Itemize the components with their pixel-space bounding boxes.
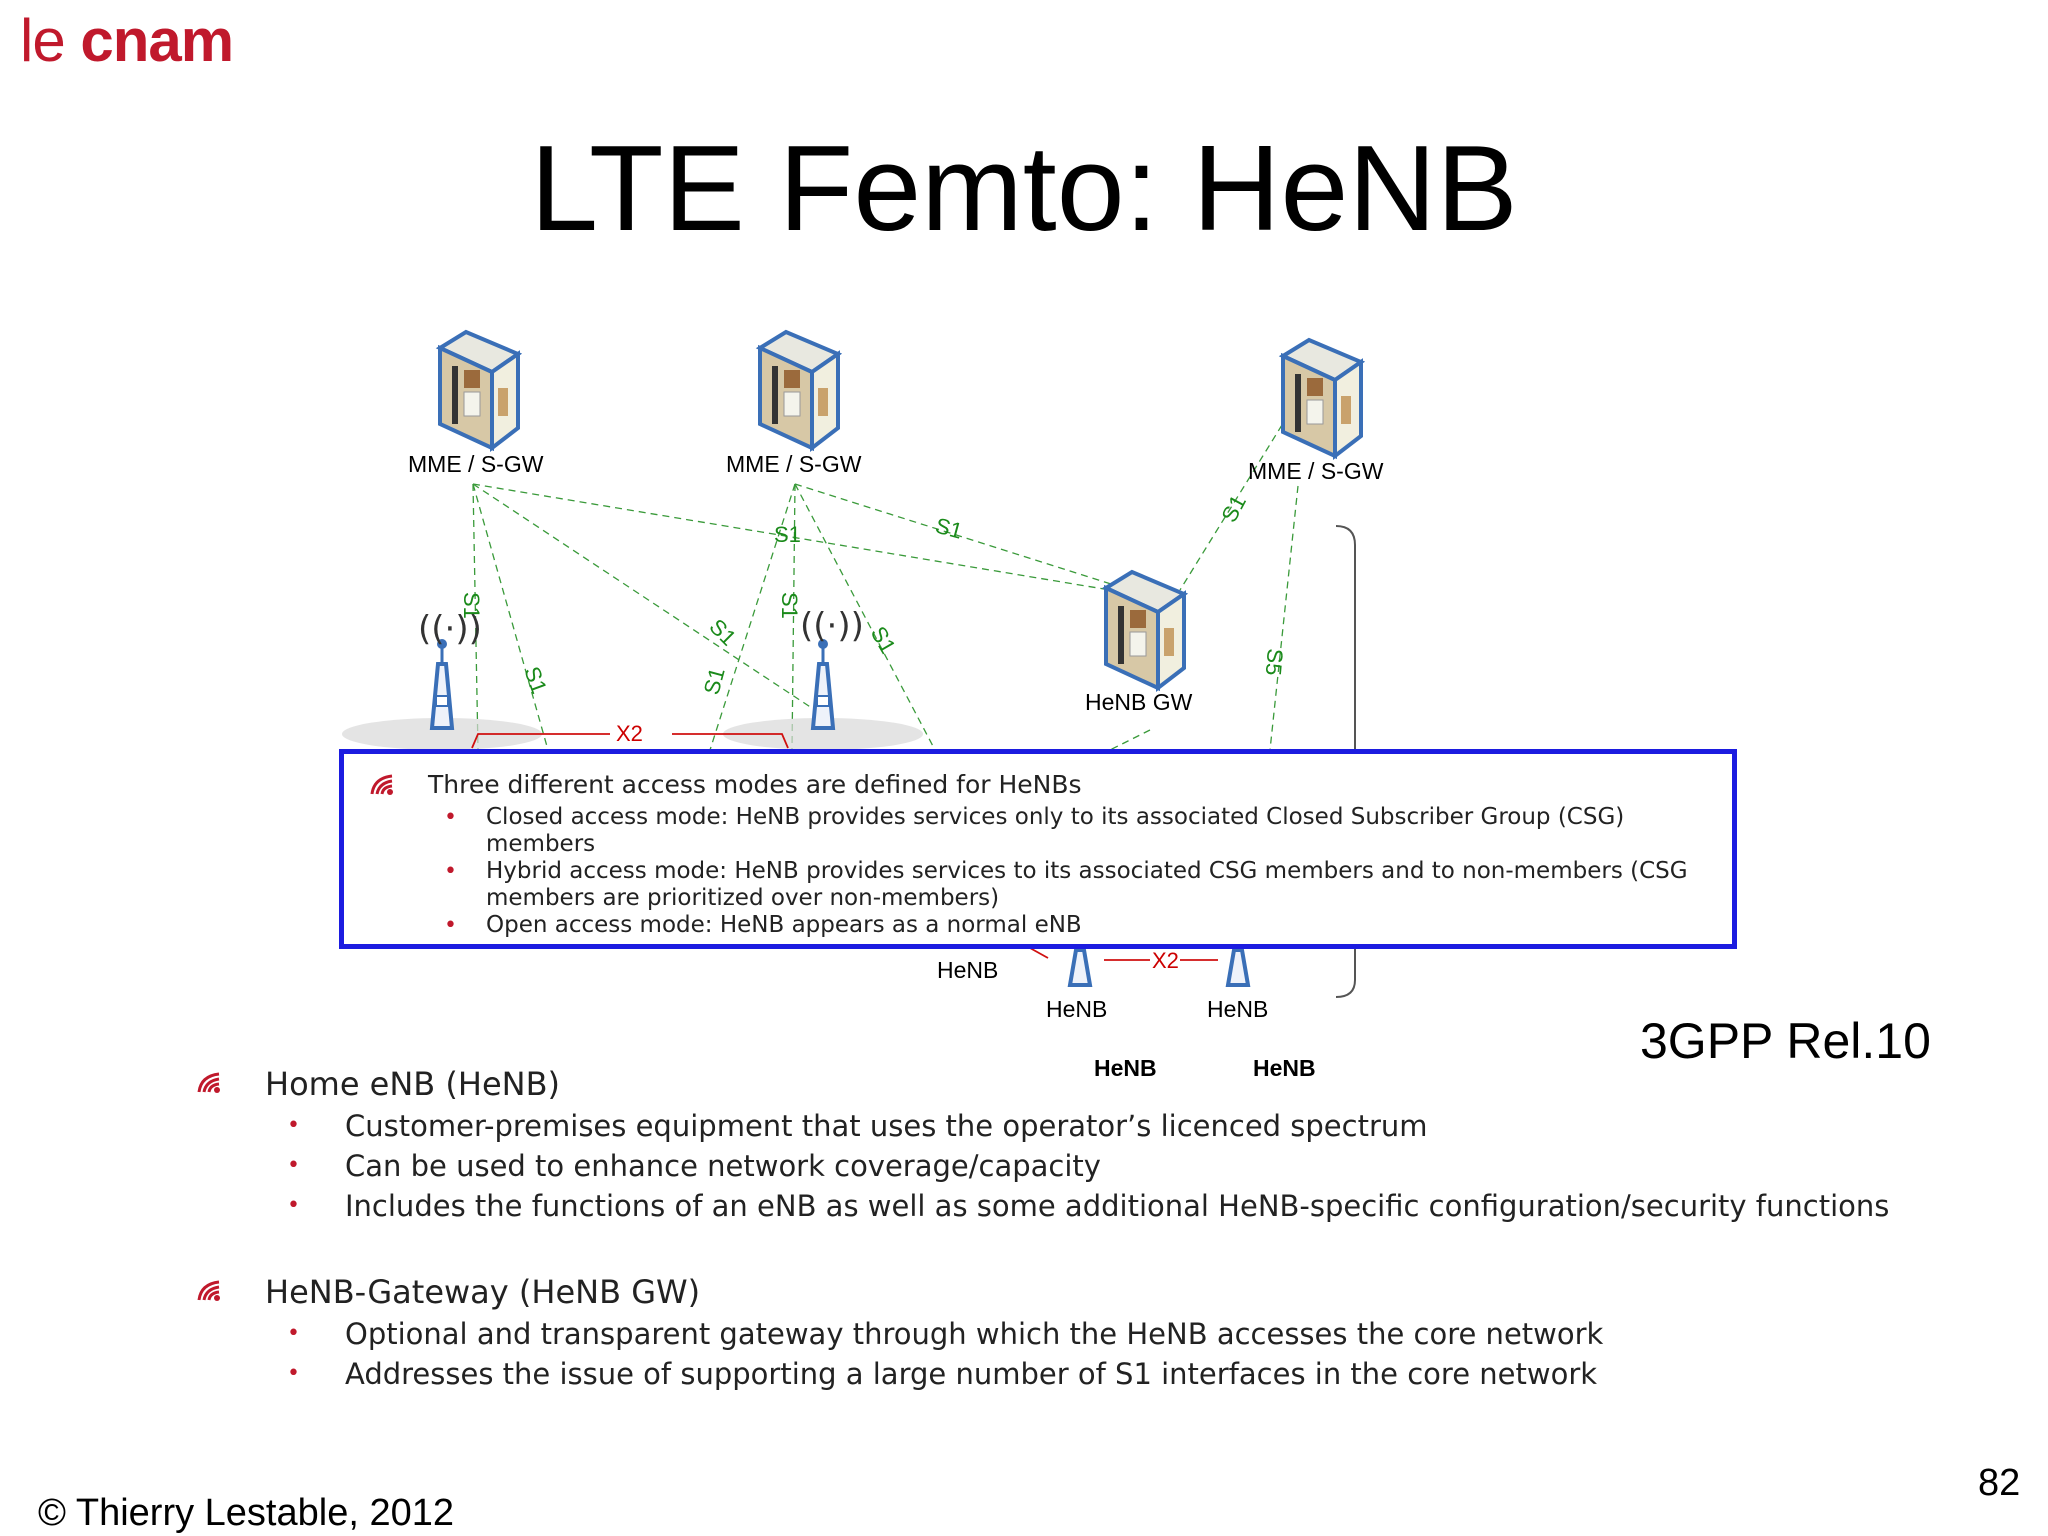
- section-item: Addresses the issue of supporting a larg…: [345, 1357, 1598, 1391]
- x2-interface-label: X2: [616, 721, 643, 746]
- section-heading: HeNB-Gateway (HeNB GW): [265, 1273, 701, 1311]
- callout-heading: Three different access modes are defined…: [428, 770, 1082, 799]
- x2-interface-label: X2: [1152, 948, 1179, 973]
- s1-interface-label: S1: [774, 522, 801, 547]
- s1-interface-label: S1: [704, 614, 741, 651]
- henb-label: HeNB: [1253, 1055, 1316, 1081]
- section-item: Customer-premises equipment that uses th…: [345, 1109, 1428, 1143]
- callout-item: Open access mode: HeNB appears as a norm…: [486, 912, 1082, 938]
- henb-label: HeNB: [1207, 996, 1268, 1022]
- server-icon: [1104, 570, 1186, 690]
- access-modes-callout: Three different access modes are defined…: [339, 749, 1737, 949]
- release-label: 3GPP Rel.10: [1640, 1013, 1931, 1069]
- wireless-bullet-icon: [370, 774, 393, 795]
- copyright: © Thierry Lestable, 2012: [38, 1492, 454, 1534]
- s1-interface-label: S1: [1216, 491, 1251, 527]
- henb-label: HeNB: [1046, 996, 1107, 1022]
- callout-item: Closed access mode: HeNB provides servic…: [486, 804, 1625, 857]
- server-icon: [1281, 338, 1363, 458]
- radio-wave-icon: ((·)): [800, 606, 864, 646]
- mme-sgw-label: MME / S-GW: [726, 451, 862, 477]
- section-item: Includes the functions of an eNB as well…: [345, 1189, 1890, 1223]
- wireless-bullet-icon: [197, 1280, 220, 1301]
- server-icon: [438, 330, 520, 450]
- bullet-list: Home eNB (HeNB) •Customer-premises equip…: [195, 1062, 1895, 1394]
- radio-wave-icon: ((·)): [418, 609, 482, 649]
- slide-title: LTE Femto: HeNB: [530, 120, 1518, 256]
- callout-item: Hybrid access mode: HeNB provides servic…: [486, 858, 1688, 911]
- cnam-logo: le cnam: [20, 7, 234, 74]
- mme-sgw-label: MME / S-GW: [1248, 458, 1384, 484]
- section-item: Can be used to enhance network coverage/…: [345, 1149, 1101, 1183]
- wireless-bullet-icon: [197, 1072, 220, 1093]
- henb-label: HeNB: [1094, 1055, 1157, 1081]
- s5-interface-label: S5: [1261, 648, 1288, 677]
- henb-label: HeNB: [937, 957, 998, 983]
- henb-gw-label: HeNB GW: [1085, 689, 1193, 715]
- henb-icon: [1225, 948, 1251, 987]
- s1-interface-label: S1: [933, 513, 965, 544]
- s1-interface-label: S1: [699, 665, 730, 697]
- henb-icon: [1067, 948, 1093, 987]
- s1-interface-label: S1: [459, 592, 484, 619]
- section-heading: Home eNB (HeNB): [265, 1065, 561, 1103]
- section-item: Optional and transparent gateway through…: [345, 1317, 1604, 1351]
- network-diagram: ((·)) ((·)) MME / S-GW MME / S-GW MME / …: [340, 330, 1384, 1081]
- page-number: 82: [1978, 1462, 2021, 1504]
- server-icon: [758, 330, 840, 450]
- s1-interface-label: S1: [519, 663, 552, 697]
- s1-interface-label: S1: [777, 592, 802, 619]
- mme-sgw-label: MME / S-GW: [408, 451, 544, 477]
